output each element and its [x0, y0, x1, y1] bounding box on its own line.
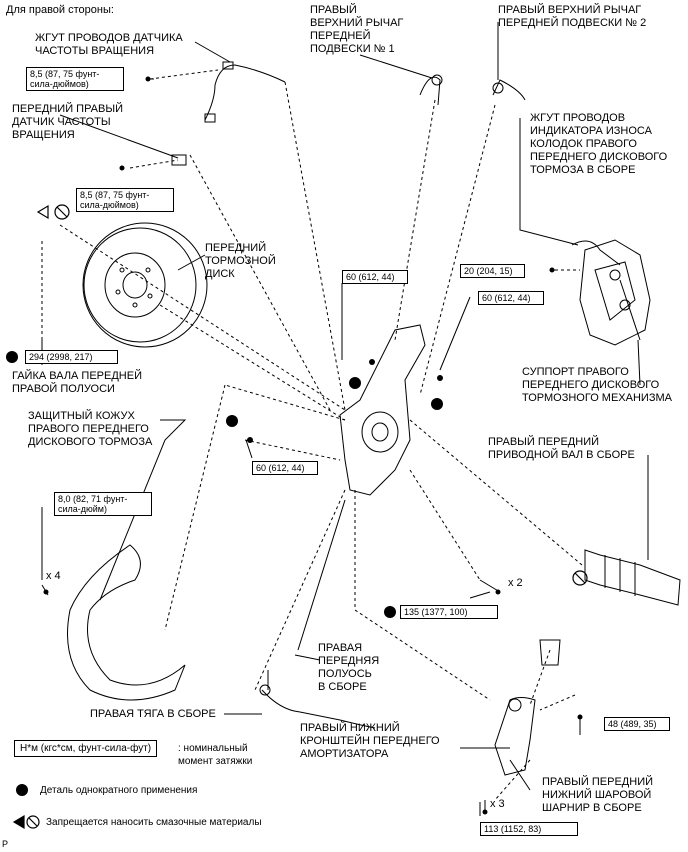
legend-torque-desc: : номинальный момент затяжки — [178, 743, 253, 767]
caliper-label: СУППОРТ ПРАВОГО ПЕРЕДНЕГО ДИСКОВОГО ТОРМ… — [522, 366, 672, 404]
tie-rod-label: ПРАВАЯ ТЯГА В СБОРЕ — [90, 708, 216, 720]
upper-arm-1-label: ПРАВЫЙ ВЕРХНИЙ РЫЧАГ ПЕРЕДНЕЙ ПОДВЕСКИ №… — [310, 4, 404, 55]
torque-box-half-axle: 135 (1377, 100) — [400, 605, 498, 619]
lower-bracket-label: ПРАВЫЙ НИЖНИЙ КРОНШТЕЙН ПЕРЕДНЕГО АМОРТИ… — [300, 722, 440, 760]
torque-box-knuckle: 60 (612, 44) — [252, 461, 318, 475]
drive-shaft-label: ПРАВЫЙ ПЕРЕДНИЙ ПРИВОДНОЙ ВАЛ В СБОРЕ — [488, 436, 635, 461]
upper-arm-2-label: ПРАВЫЙ ВЕРХНИЙ РЫЧАГ ПЕРЕДНЕЙ ПОДВЕСКИ №… — [498, 4, 647, 29]
page-mark: P — [2, 839, 9, 849]
half-axle-label: ПРАВАЯ ПЕРЕДНЯЯ ПОЛУОСЬ В СБОРЕ — [318, 642, 380, 693]
torque-box-lower-bracket: 48 (489, 35) — [604, 717, 670, 731]
hub-nut-label: ГАЙКА ВАЛА ПЕРЕДНЕЙ ПРАВОЙ ПОЛУОСИ — [12, 370, 142, 395]
legend-no-grease: Запрещается наносить смазочные материалы — [46, 817, 262, 828]
speed-sensor-label: ПЕРЕДНИЙ ПРАВЫЙ ДАТЧИК ЧАСТОТЫ ВРАЩЕНИЯ — [12, 103, 124, 141]
torque-box-ball-joint: 113 (1152, 83) — [480, 822, 578, 836]
x3-label: x 3 — [490, 798, 505, 810]
side-label: Для правой стороны: — [6, 4, 114, 16]
single-use-marker-1 — [6, 351, 18, 363]
torque-box-dust-cover: 8,0 (82, 71 фунт- сила-дюйм) — [54, 492, 152, 516]
brake-disc-label: ПЕРЕДНИЙ ТОРМОЗНОЙ ДИСК — [205, 242, 276, 280]
sensor-harness-label: ЖГУТ ПРОВОДОВ ДАТЧИКА ЧАСТОТЫ ВРАЩЕНИЯ — [35, 32, 183, 57]
lower-ball-joint-label: ПРАВЫЙ ПЕРЕДНИЙ НИЖНИЙ ШАРОВОЙ ШАРНИР В … — [542, 776, 654, 814]
legend-torque-key: Н*м (кгс*см, фунт-сила-фут) — [14, 740, 158, 757]
wear-harness-label: ЖГУТ ПРОВОДОВ ИНДИКАТОРА ИЗНОСА КОЛОДОК … — [530, 112, 668, 176]
torque-box-speed-sensor: 8,5 (87, 75 фунт- сила-дюймов) — [76, 188, 174, 212]
torque-box-upper-arm-1: 60 (612, 44) — [342, 270, 408, 284]
dust-cover-label: ЗАЩИТНЫЙ КОЖУХ ПРАВОГО ПЕРЕДНЕГО ДИСКОВО… — [28, 410, 153, 448]
torque-box-caliper: 20 (204, 15) — [460, 264, 525, 278]
torque-box-hub-nut: 294 (2998, 217) — [25, 350, 118, 364]
x2-label: x 2 — [508, 577, 523, 589]
x4-label: x 4 — [46, 570, 61, 582]
legend-single-use: Деталь однократного применения — [40, 785, 198, 796]
torque-box-sensor-harness: 8,5 (87, 75 фунт- сила-дюймов) — [26, 67, 124, 91]
torque-box-upper-arm-2: 60 (612, 44) — [478, 291, 544, 305]
